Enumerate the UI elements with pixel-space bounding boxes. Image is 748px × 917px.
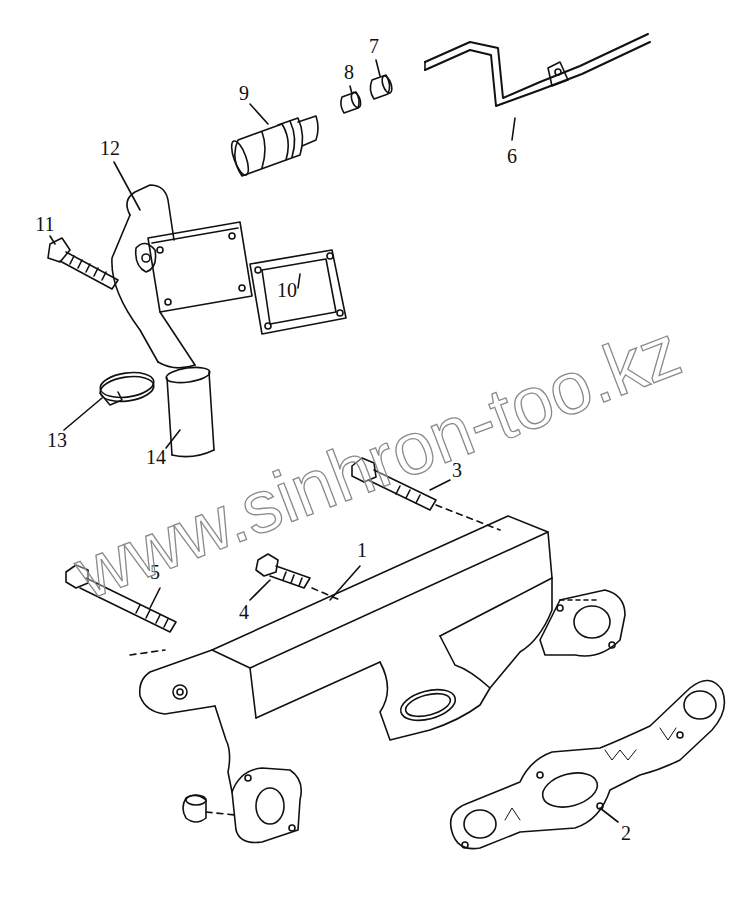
callout-number: 1 xyxy=(357,540,367,560)
callout-number: 11 xyxy=(35,214,54,234)
callout-number: 12 xyxy=(100,138,120,158)
callout-number: 13 xyxy=(47,430,67,450)
callout-number: 7 xyxy=(369,36,379,56)
callout-number: 4 xyxy=(239,602,249,622)
callout-number: 8 xyxy=(344,62,354,82)
callout-number: 2 xyxy=(621,823,631,843)
callout-number: 6 xyxy=(507,146,517,166)
callout-number: 14 xyxy=(146,447,166,467)
callout-number: 9 xyxy=(239,83,249,103)
callout-number: 10 xyxy=(277,280,297,300)
